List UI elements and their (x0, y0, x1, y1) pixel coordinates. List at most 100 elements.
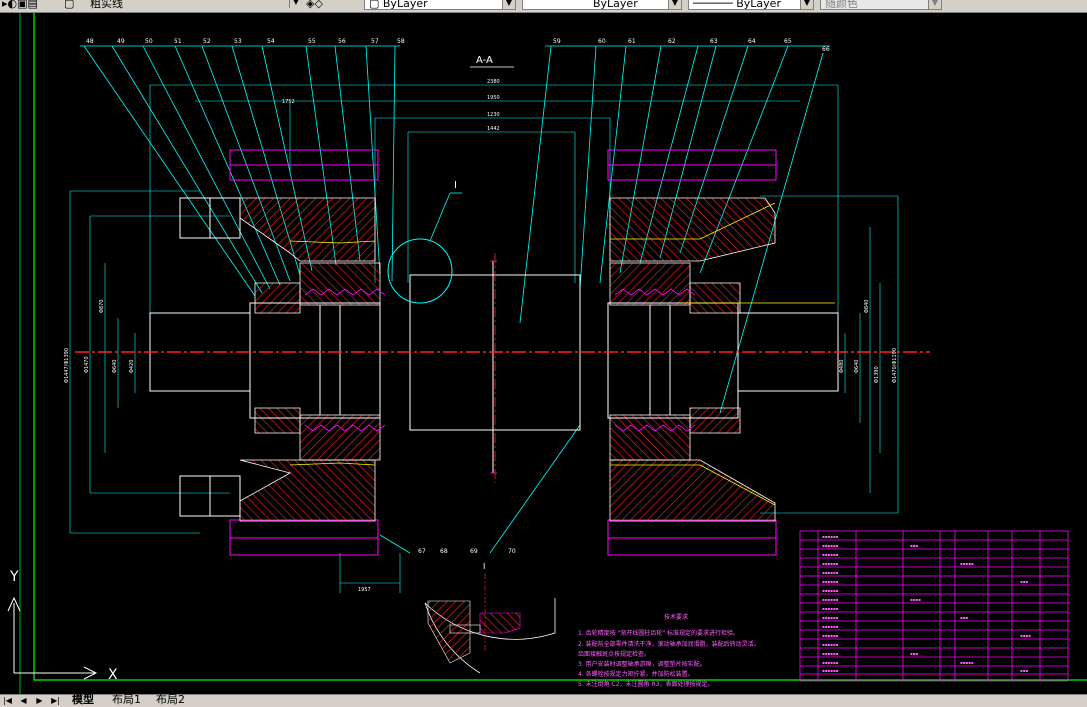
svg-text:▪▪▪▪▪▪: ▪▪▪▪▪▪ (822, 606, 839, 611)
svg-text:2380: 2380 (487, 79, 500, 85)
svg-text:67: 67 (418, 548, 426, 555)
svg-text:Φ420: Φ420 (129, 360, 135, 373)
balloon-numbers: 48 49 50 51 52 53 54 55 56 57 58 59 60 6… (86, 38, 830, 555)
drawing-canvas[interactable]: I A-A 48 49 50 51 52 53 54 55 56 57 58 5… (0, 13, 1087, 694)
bearing-rollers (304, 260, 696, 474)
svg-text:Φ870: Φ870 (99, 300, 105, 313)
layer-tools-icon[interactable]: ◈◇ (306, 0, 323, 10)
svg-text:▪▪▪▪▪▪: ▪▪▪▪▪▪ (822, 660, 839, 665)
detail-view: I (424, 562, 556, 674)
svg-text:70: 70 (508, 548, 516, 555)
detail-circle[interactable] (387, 238, 453, 304)
svg-text:61: 61 (628, 38, 636, 45)
dimension-texts: 2380 1950 1752 1230 1442 1957 Φ1447/Φ139… (64, 79, 898, 593)
technical-notes: 技术要求 1. 齿轮精度按 "渐开线圆柱齿轮" 标准规定的要求进行检验。 2. … (578, 613, 760, 688)
svg-text:53: 53 (234, 38, 242, 45)
svg-text:Φ840: Φ840 (864, 300, 870, 313)
left-gear-section (239, 197, 381, 522)
svg-text:62: 62 (668, 38, 676, 45)
svg-text:50: 50 (145, 38, 153, 45)
svg-text:▪▪▪▪▪▪: ▪▪▪▪▪▪ (822, 570, 839, 575)
layout-tab-bar: |◀ ◀ ▶ ▶| 模型 布局1 布局2 (0, 694, 1087, 707)
svg-text:▪▪▪: ▪▪▪ (910, 651, 918, 656)
svg-text:Φ1390: Φ1390 (874, 366, 880, 383)
svg-text:▪▪▪▪▪▪: ▪▪▪▪▪▪ (822, 624, 839, 629)
layer-dropdown-arrow[interactable]: ▼ (240, 0, 302, 10)
plotstyle-dropdown[interactable]: 随颜色 ▼ (820, 0, 942, 10)
svg-text:Φ640: Φ640 (854, 360, 860, 373)
first-tab-icon[interactable]: |◀ (3, 696, 12, 705)
svg-text:55: 55 (308, 38, 316, 45)
svg-text:Φ1447/Φ1390: Φ1447/Φ1390 (64, 348, 70, 383)
svg-text:1442: 1442 (487, 126, 500, 132)
svg-text:▪▪▪: ▪▪▪ (1020, 668, 1028, 673)
last-tab-icon[interactable]: ▶| (51, 696, 60, 705)
right-gear-section (609, 197, 776, 522)
svg-text:51: 51 (174, 38, 182, 45)
lineweight-dropdown[interactable]: ────── ByLayer ▼ (688, 0, 814, 10)
chevron-down-icon: ▼ (668, 0, 681, 9)
svg-text:▪▪▪▪▪▪: ▪▪▪▪▪▪ (822, 579, 839, 584)
svg-text:66: 66 (822, 46, 830, 53)
svg-text:1. 齿轮精度按 "渐开线圆柱齿轮" 标准规定的要求进行检验: 1. 齿轮精度按 "渐开线圆柱齿轮" 标准规定的要求进行检验。 (578, 629, 739, 637)
tab-layout2[interactable]: 布局2 (156, 693, 185, 706)
svg-text:▪▪▪▪▪▪: ▪▪▪▪▪▪ (822, 561, 839, 566)
tab-layout1[interactable]: 布局1 (112, 693, 141, 706)
svg-text:Φ1470: Φ1470 (84, 356, 90, 373)
svg-text:49: 49 (117, 38, 125, 45)
chevron-down-icon: ▼ (800, 0, 813, 9)
svg-text:56: 56 (338, 38, 346, 45)
svg-text:1752: 1752 (282, 99, 295, 105)
tab-model[interactable]: 模型 (72, 693, 94, 706)
lineweight-value: ByLayer (736, 0, 781, 10)
svg-text:54: 54 (267, 38, 275, 45)
svg-text:Φ640: Φ640 (112, 360, 118, 373)
svg-text:▪▪▪▪▪: ▪▪▪▪▪ (960, 561, 974, 566)
linetype-swatch: ▢ (64, 0, 75, 10)
ucs-icon (7, 596, 98, 680)
ucs-x-label: X (108, 667, 118, 683)
color-value: ByLayer (382, 0, 428, 10)
svg-text:Φ480: Φ480 (839, 360, 845, 373)
svg-text:1950: 1950 (487, 95, 500, 101)
detail-view-label: I (483, 562, 485, 571)
color-dropdown[interactable]: ▢ ByLayer ▼ (364, 0, 516, 10)
properties-toolbar: ▸◐▣▤ ▢ 粗实线 ▼ ◈◇ ▢ ByLayer ▼ ByLayer ▼ ──… (0, 0, 1087, 13)
svg-text:齿面接触斑点按规定检查。: 齿面接触斑点按规定检查。 (578, 650, 650, 658)
svg-text:▪▪▪▪▪▪: ▪▪▪▪▪▪ (822, 552, 839, 557)
parts-list-cells: ▪▪▪▪▪▪▪▪▪▪▪▪▪▪▪▪▪▪ ▪▪▪▪▪▪▪▪▪▪▪▪▪▪▪▪▪▪ ▪▪… (822, 534, 1031, 673)
svg-text:▪▪▪▪▪▪: ▪▪▪▪▪▪ (822, 668, 839, 673)
view-label: A-A (476, 55, 493, 66)
svg-text:▪▪▪▪▪: ▪▪▪▪▪ (960, 660, 974, 665)
linetype-dropdown[interactable]: ByLayer ▼ (522, 0, 682, 10)
svg-text:3. 用户安装时调整轴承游隙，调整垫片按实配。: 3. 用户安装时调整轴承游隙，调整垫片按实配。 (578, 660, 706, 668)
lineweight-sample: ────── (693, 0, 733, 10)
svg-text:▪▪▪▪▪▪: ▪▪▪▪▪▪ (822, 597, 839, 602)
svg-text:58: 58 (397, 38, 405, 45)
svg-text:69: 69 (470, 548, 478, 555)
toolbar-icons-left[interactable]: ▸◐▣▤ (2, 0, 38, 10)
svg-text:2. 装配前全部零件清洗干净，滚动轴承加润滑脂，装配后转动灵: 2. 装配前全部零件清洗干净，滚动轴承加润滑脂，装配后转动灵活。 (578, 640, 760, 648)
svg-text:▪▪▪▪▪▪: ▪▪▪▪▪▪ (822, 642, 839, 647)
dimension-lines (69, 84, 899, 593)
chevron-down-icon: ▼ (928, 0, 941, 9)
svg-text:▪▪▪▪: ▪▪▪▪ (1020, 633, 1031, 638)
svg-text:▪▪▪: ▪▪▪ (960, 615, 968, 620)
svg-text:▪▪▪▪▪▪: ▪▪▪▪▪▪ (822, 615, 839, 620)
svg-text:4. 各螺栓按规定力矩拧紧，并加防松装置。: 4. 各螺栓按规定力矩拧紧，并加防松装置。 (578, 670, 694, 678)
next-tab-icon[interactable]: ▶ (36, 696, 43, 705)
notes-title: 技术要求 (664, 613, 688, 621)
svg-text:68: 68 (440, 548, 448, 555)
yellow-lines (289, 202, 835, 506)
parts-list-table[interactable] (799, 530, 1069, 682)
current-layer-name[interactable]: 粗实线 (90, 0, 123, 10)
svg-text:▪▪▪▪▪▪: ▪▪▪▪▪▪ (822, 633, 839, 638)
svg-text:▪▪▪: ▪▪▪ (1020, 579, 1028, 584)
svg-text:48: 48 (86, 38, 94, 45)
svg-text:57: 57 (371, 38, 379, 45)
svg-text:65: 65 (784, 38, 792, 45)
svg-text:▪▪▪▪▪▪: ▪▪▪▪▪▪ (822, 543, 839, 548)
prev-tab-icon[interactable]: ◀ (20, 696, 27, 705)
svg-text:1230: 1230 (487, 112, 500, 118)
color-swatch-icon: ▢ (369, 0, 383, 10)
